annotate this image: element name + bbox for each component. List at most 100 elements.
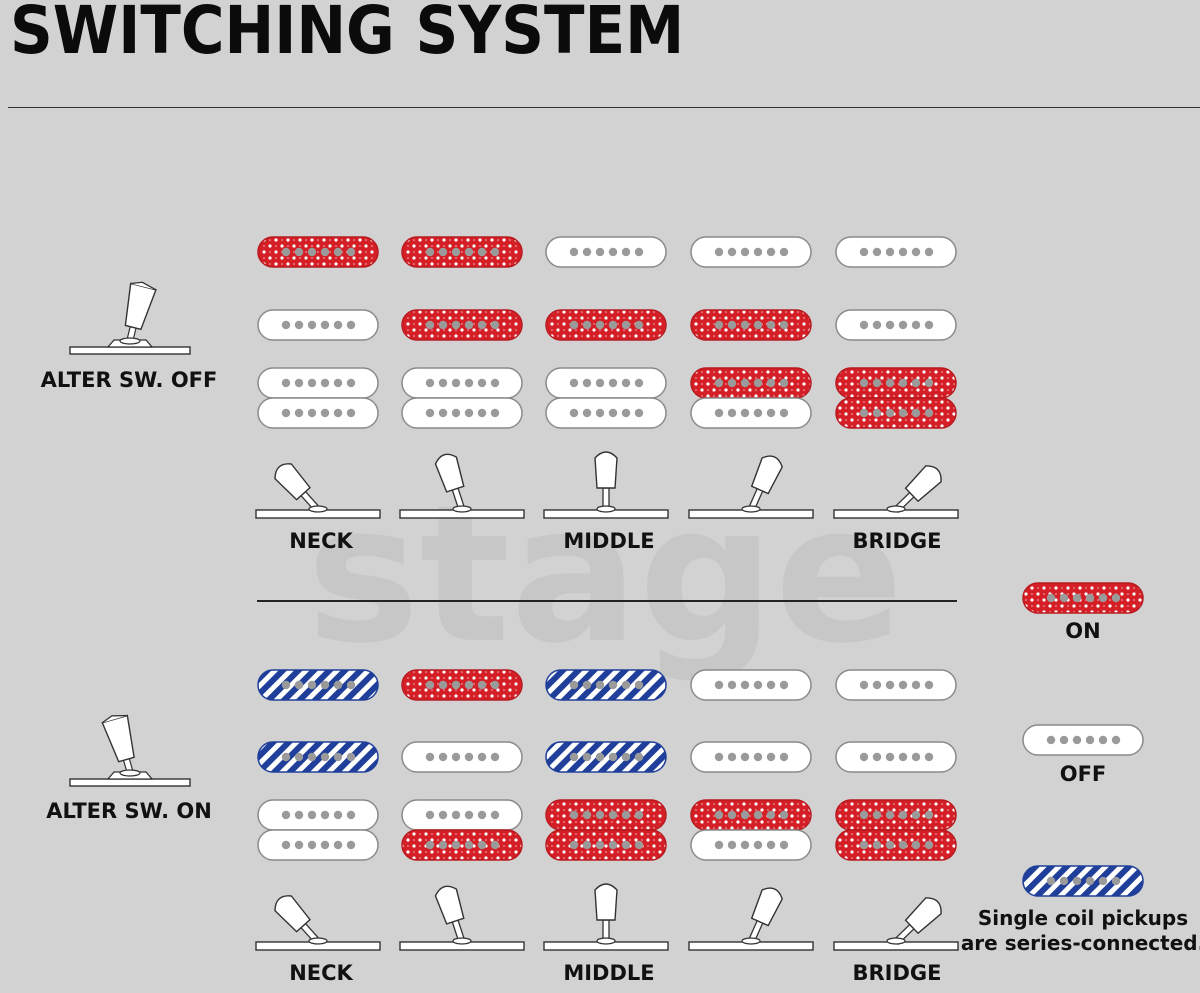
pole-piece [464, 840, 474, 850]
pole-piece [307, 408, 317, 418]
pickup-body [690, 397, 812, 429]
pole-piece [885, 680, 895, 690]
pickup-body [835, 669, 957, 701]
pole-piece [333, 752, 343, 762]
pole-piece [779, 752, 789, 762]
pole-piece [859, 840, 869, 850]
pole-piece [281, 378, 291, 388]
pole-piece [333, 378, 343, 388]
pole-piece [1111, 593, 1121, 603]
pole-piece [885, 810, 895, 820]
pole-piece [1046, 735, 1056, 745]
position-label-middle: MIDDLE [563, 529, 654, 553]
pole-piece [608, 680, 618, 690]
bridge-humbucker-bottom-row [257, 397, 957, 429]
pickup-body [401, 669, 523, 701]
pickup-body [545, 397, 667, 429]
legend-off-swatch [1022, 724, 1144, 756]
selector-lever-icon [833, 465, 959, 519]
pickup-body [545, 829, 667, 861]
pole-piece [885, 408, 895, 418]
pickup-coil-on [690, 799, 812, 831]
pole-piece [779, 378, 789, 388]
pole-piece [294, 752, 304, 762]
pole-piece [1046, 876, 1056, 886]
selector-lever-icon [399, 885, 525, 951]
pole-piece [872, 378, 882, 388]
pole-piece [595, 378, 605, 388]
pickup-body [1022, 724, 1144, 756]
pole-piece [898, 840, 908, 850]
pole-piece [490, 320, 500, 330]
selector-lever-icon [833, 897, 959, 951]
pole-piece [740, 320, 750, 330]
pole-piece [464, 378, 474, 388]
pole-piece [438, 810, 448, 820]
pole-piece [898, 680, 908, 690]
pole-piece [779, 408, 789, 418]
pole-piece [294, 320, 304, 330]
pole-piece [281, 840, 291, 850]
section-alter-on: ALTER SW. ON NECK MIDDLE BRIDGE [46, 669, 959, 985]
pole-piece [477, 752, 487, 762]
pole-piece [766, 408, 776, 418]
pickup-coil-series [545, 741, 667, 773]
pole-piece [714, 247, 724, 257]
pole-piece [346, 378, 356, 388]
legend-series-swatch [1022, 865, 1144, 897]
pole-piece [1059, 876, 1069, 886]
pole-piece [425, 247, 435, 257]
pole-piece [307, 680, 317, 690]
pole-piece [1085, 876, 1095, 886]
pole-piece [595, 810, 605, 820]
pickup-body [835, 236, 957, 268]
alter-switch-label: ALTER SW. OFF [41, 368, 218, 392]
pole-piece [425, 680, 435, 690]
pole-piece [872, 680, 882, 690]
pickup-body [835, 309, 957, 341]
pole-piece [634, 408, 644, 418]
pole-piece [595, 752, 605, 762]
pickup-coil-on [835, 799, 957, 831]
pole-piece [740, 810, 750, 820]
pole-piece [714, 840, 724, 850]
pole-piece [766, 320, 776, 330]
pole-piece [346, 840, 356, 850]
pickup-coil-off [835, 309, 957, 341]
pole-piece [727, 378, 737, 388]
pickup-coil-series [257, 669, 379, 701]
pickup-body [257, 309, 379, 341]
pole-piece [608, 408, 618, 418]
pole-piece [582, 320, 592, 330]
lever-tip [750, 455, 783, 495]
pole-piece [569, 408, 579, 418]
pole-piece [307, 247, 317, 257]
pole-piece [779, 320, 789, 330]
pole-piece [727, 247, 737, 257]
pole-piece [307, 840, 317, 850]
pole-piece [898, 320, 908, 330]
pole-piece [451, 810, 461, 820]
pickup-coil-off [690, 829, 812, 861]
pole-piece [766, 752, 776, 762]
pole-piece [714, 320, 724, 330]
pickup-body [257, 741, 379, 773]
pole-piece [924, 680, 934, 690]
pickup-coil-series [545, 669, 667, 701]
lever-tip [904, 897, 942, 935]
pole-piece [859, 408, 869, 418]
pole-piece [425, 810, 435, 820]
pole-piece [740, 840, 750, 850]
pickup-coil-on [545, 829, 667, 861]
legend-on-label: ON [1065, 619, 1100, 643]
alter-plate [69, 778, 191, 787]
pole-piece [320, 378, 330, 388]
selector-lever-icon [688, 887, 814, 951]
pickup-body [690, 367, 812, 399]
pole-piece [779, 810, 789, 820]
pole-piece [320, 810, 330, 820]
pole-piece [477, 408, 487, 418]
lever-tip [434, 453, 465, 493]
pickup-body [690, 799, 812, 831]
